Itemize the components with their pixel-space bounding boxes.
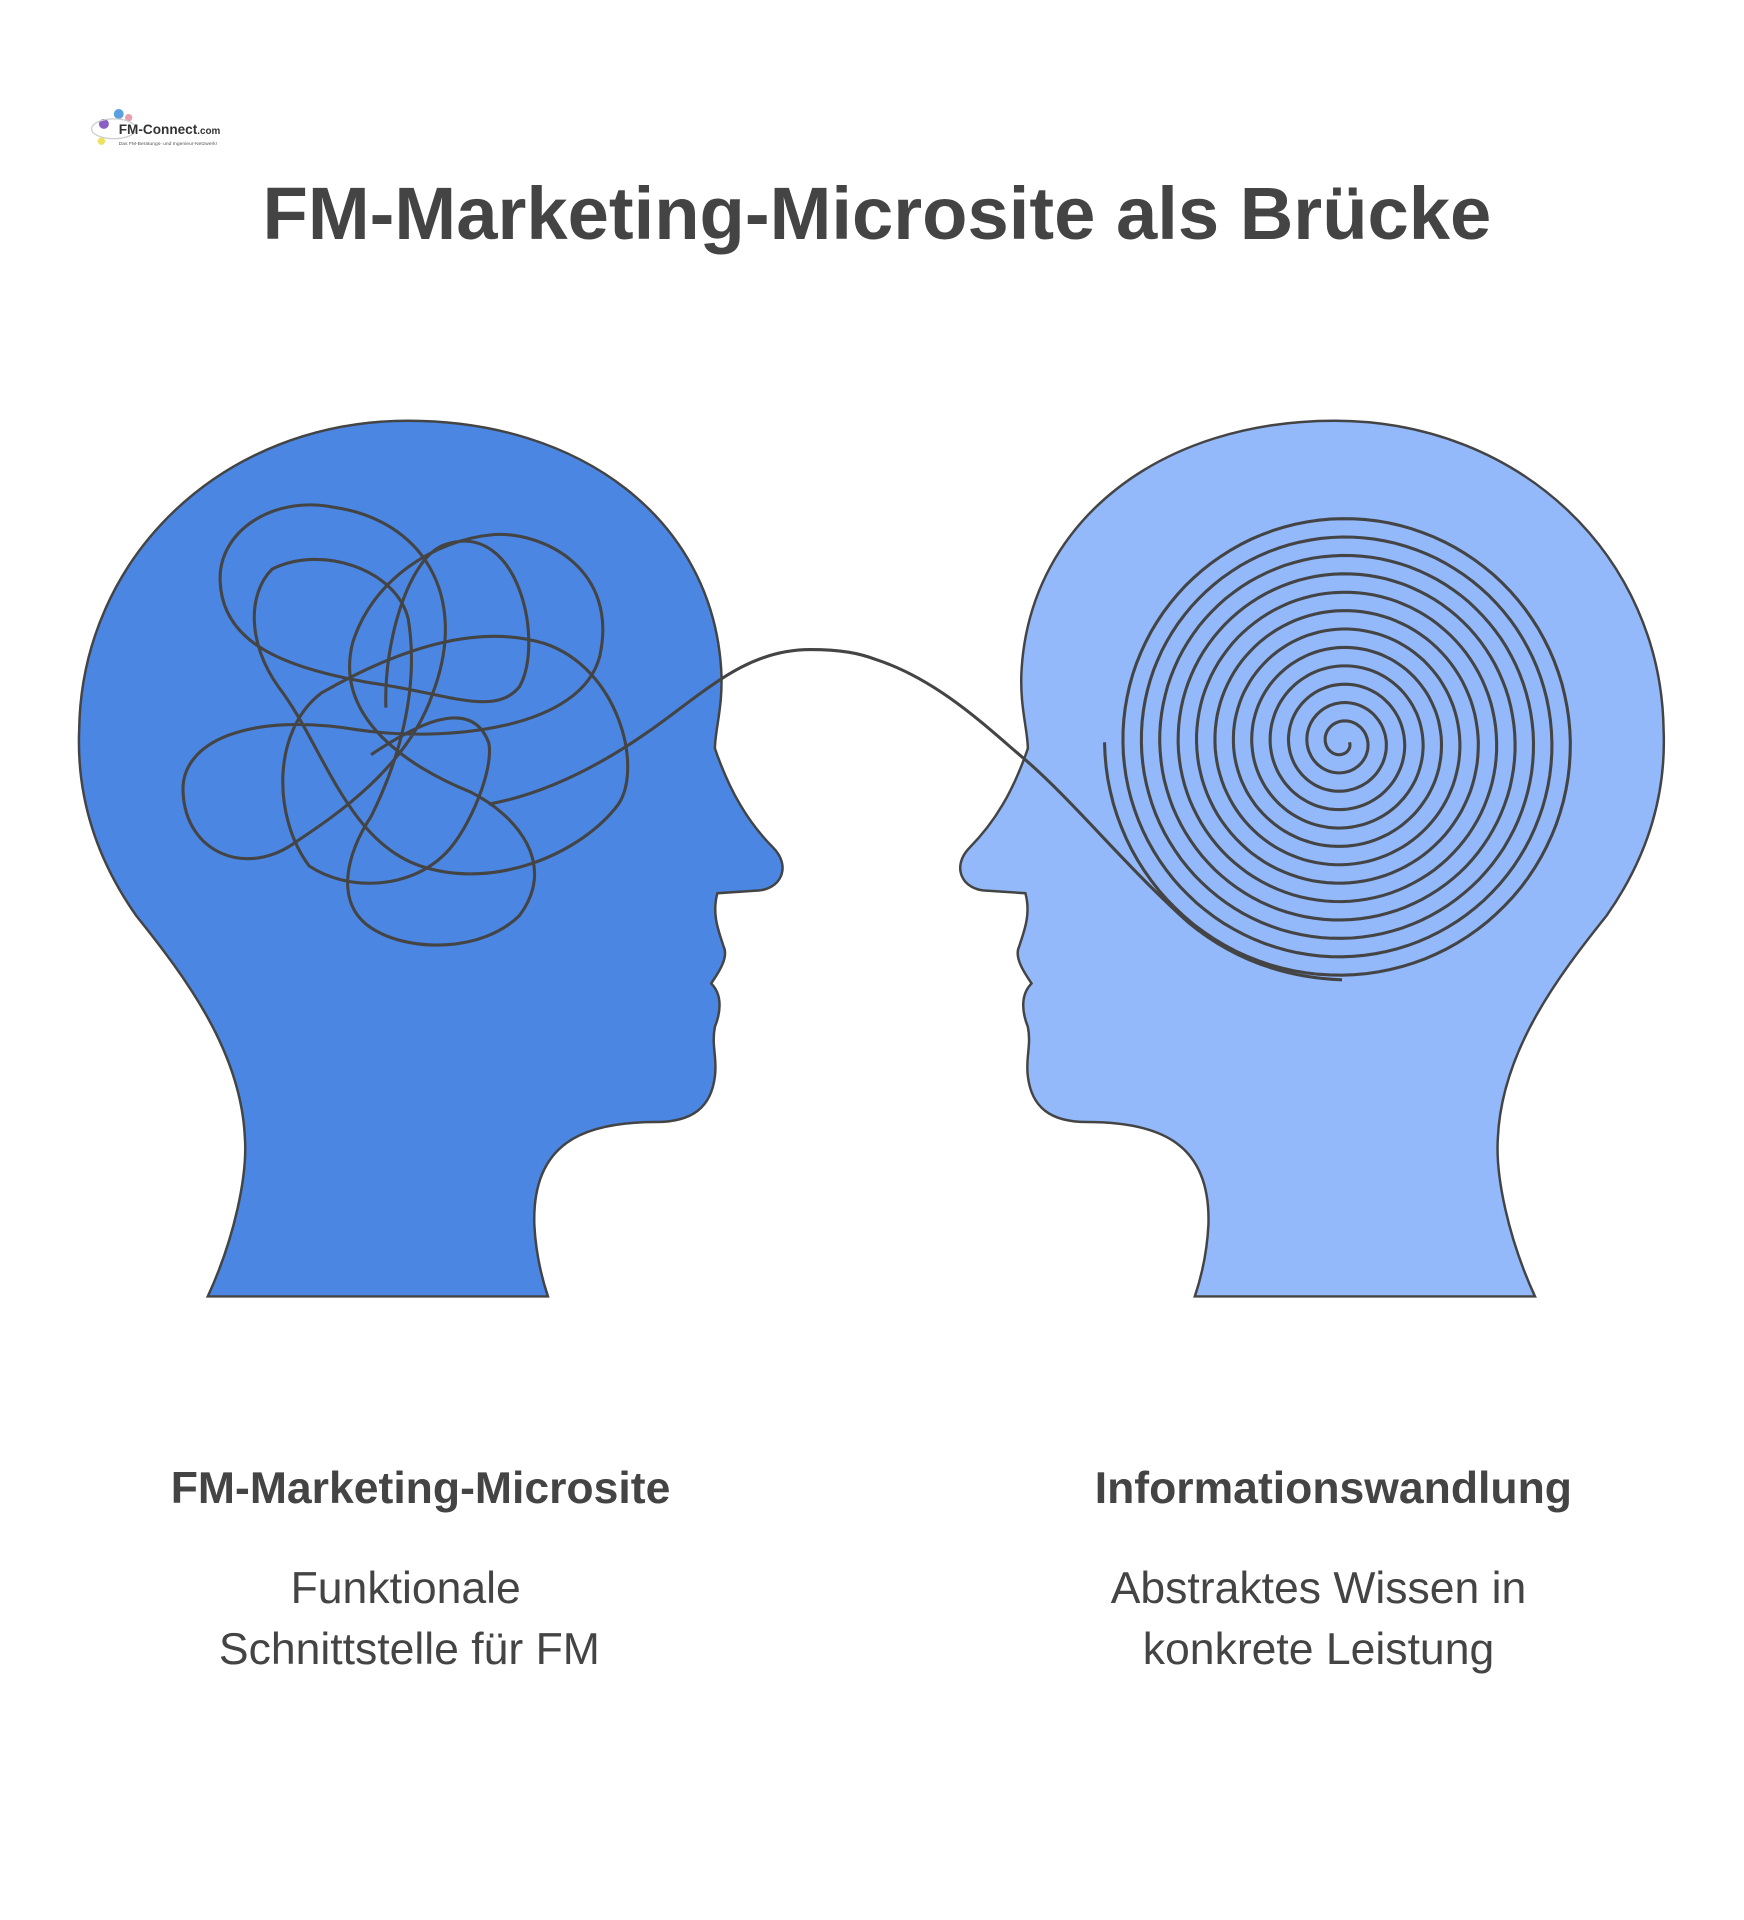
logo: FM-Connect.com Das FM-Beratungs- und Ing… (90, 109, 221, 147)
left-heading: FM-Marketing-Microsite (171, 1464, 671, 1513)
right-head (959, 419, 1666, 1298)
page-title: FM-Marketing-Microsite als Brücke (263, 172, 1492, 255)
tangled-thoughts-scribble (181, 503, 630, 947)
left-desc-line-1: Funktionale (291, 1564, 521, 1613)
svg-text:FM-Connect.com: FM-Connect.com (119, 122, 221, 137)
right-desc-line-2: konkrete Leistung (1143, 1625, 1494, 1674)
left-head (77, 419, 784, 1298)
right-desc-line-1: Abstraktes Wissen in (1111, 1564, 1527, 1613)
svg-text:Das FM-Beratungs- und Ingenieu: Das FM-Beratungs- und Ingenieur-Netzwerk… (119, 141, 217, 147)
connecting-line (488, 647, 1343, 982)
spiral (1102, 517, 1572, 977)
left-desc-line-2: Schnittstelle für FM (219, 1625, 600, 1674)
right-heading: Informationswandlung (1095, 1464, 1572, 1513)
